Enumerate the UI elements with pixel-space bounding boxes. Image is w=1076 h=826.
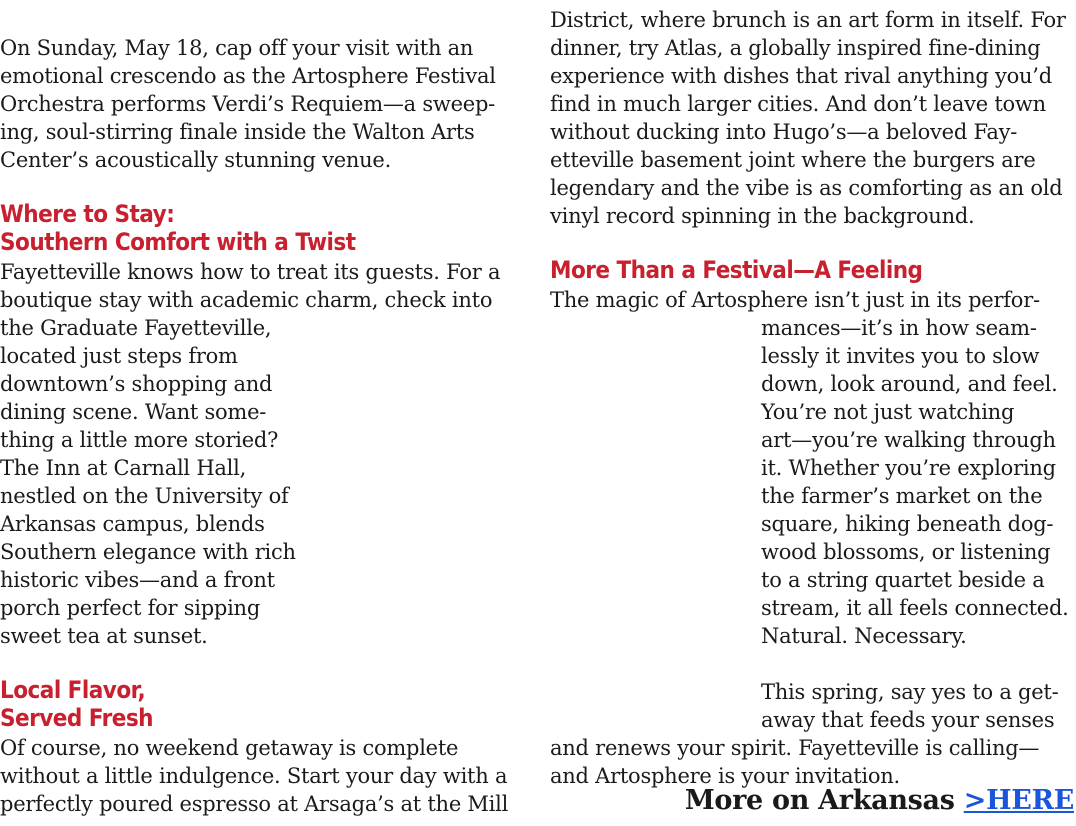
text-line: historic vibes—and a front	[0, 568, 275, 592]
text-line: art—you’re walking through	[761, 428, 1056, 452]
text-line: wood blossoms, or listening	[761, 540, 1051, 564]
text-line: thing a little more storied?	[0, 428, 279, 452]
text-line: Arkansas campus, blends	[0, 512, 265, 536]
text-line: down, look around, and feel.	[761, 372, 1058, 396]
text-line: square, hiking beneath dog-	[761, 512, 1054, 536]
text-line: to a string quartet beside a	[761, 568, 1045, 592]
text-line: Orchestra performs Verdi’s Requiem—a swe…	[0, 92, 495, 116]
text-line: lessly it invites you to slow	[761, 344, 1040, 368]
heading-line: Southern Comfort with a Twist	[0, 228, 356, 256]
text-line: You’re not just watching	[761, 400, 1015, 424]
text-line: it. Whether you’re exploring	[761, 456, 1056, 480]
heading-line: Local Flavor,	[0, 676, 146, 704]
text-line: Fayetteville knows how to treat its gues…	[0, 260, 501, 284]
text-line: Of course, no weekend getaway is complet…	[0, 736, 459, 760]
text-line: stream, it all feels connected.	[761, 596, 1069, 620]
text-line: emotional crescendo as the Artosphere Fe…	[0, 64, 496, 88]
text-line: vinyl record spinning in the background.	[550, 204, 975, 228]
text-line: experience with dishes that rival anythi…	[550, 64, 1052, 88]
text-line: The magic of Artosphere isn’t just in it…	[550, 288, 1040, 312]
text-line: away that feeds your senses	[761, 708, 1055, 732]
text-line: located just steps from	[0, 344, 238, 368]
text-line: the farmer’s market on the	[761, 484, 1043, 508]
more-on-arkansas: More on Arkansas >HERE	[685, 784, 1074, 818]
text-line: dining scene. Want some-	[0, 400, 267, 424]
text-line: Center’s acoustically stunning venue.	[0, 148, 392, 172]
text-line: legendary and the vibe is as comforting …	[550, 176, 1063, 200]
more-label: More on Arkansas	[684, 785, 964, 816]
text-line: ing, soul-stirring finale inside the Wal…	[0, 120, 475, 144]
text-line: nestled on the University of	[0, 484, 289, 508]
text-line: Southern elegance with rich	[0, 540, 296, 564]
text-line: boutique stay with academic charm, check…	[0, 288, 493, 312]
text-line: dinner, try Atlas, a globally inspired f…	[550, 36, 1041, 60]
text-line: The Inn at Carnall Hall,	[0, 456, 247, 480]
text-line: This spring, say yes to a get-	[761, 680, 1059, 704]
text-line: porch perfect for sipping	[0, 596, 261, 620]
heading-line: Where to Stay:	[0, 200, 175, 228]
heading-line: Served Fresh	[0, 704, 154, 732]
text-line: sweet tea at sunset.	[0, 624, 208, 648]
text-line: downtown’s shopping and	[0, 372, 273, 396]
text-line: On Sunday, May 18, cap off your visit wi…	[0, 36, 474, 60]
text-line: mances—it’s in how seam-	[761, 316, 1037, 340]
feeling-heading: More Than a Festival—A Feeling	[550, 256, 923, 284]
text-line: find in much larger cities. And don’t le…	[550, 92, 1046, 116]
text-line: perfectly poured espresso at Arsaga’s at…	[0, 792, 509, 816]
text-line: and Artosphere is your invitation.	[550, 764, 900, 788]
text-line: District, where brunch is an art form in…	[550, 8, 1066, 32]
text-line: Natural. Necessary.	[761, 624, 967, 648]
text-line: without ducking into Hugo’s—a beloved Fa…	[550, 120, 1018, 144]
text-line: and renews your spirit. Fayetteville is …	[550, 736, 1040, 760]
text-line: etteville basement joint where the burge…	[550, 148, 1036, 172]
text-line: the Graduate Fayetteville,	[0, 316, 272, 340]
here-link[interactable]: >HERE	[963, 785, 1075, 816]
text-line: without a little indulgence. Start your …	[0, 764, 508, 788]
